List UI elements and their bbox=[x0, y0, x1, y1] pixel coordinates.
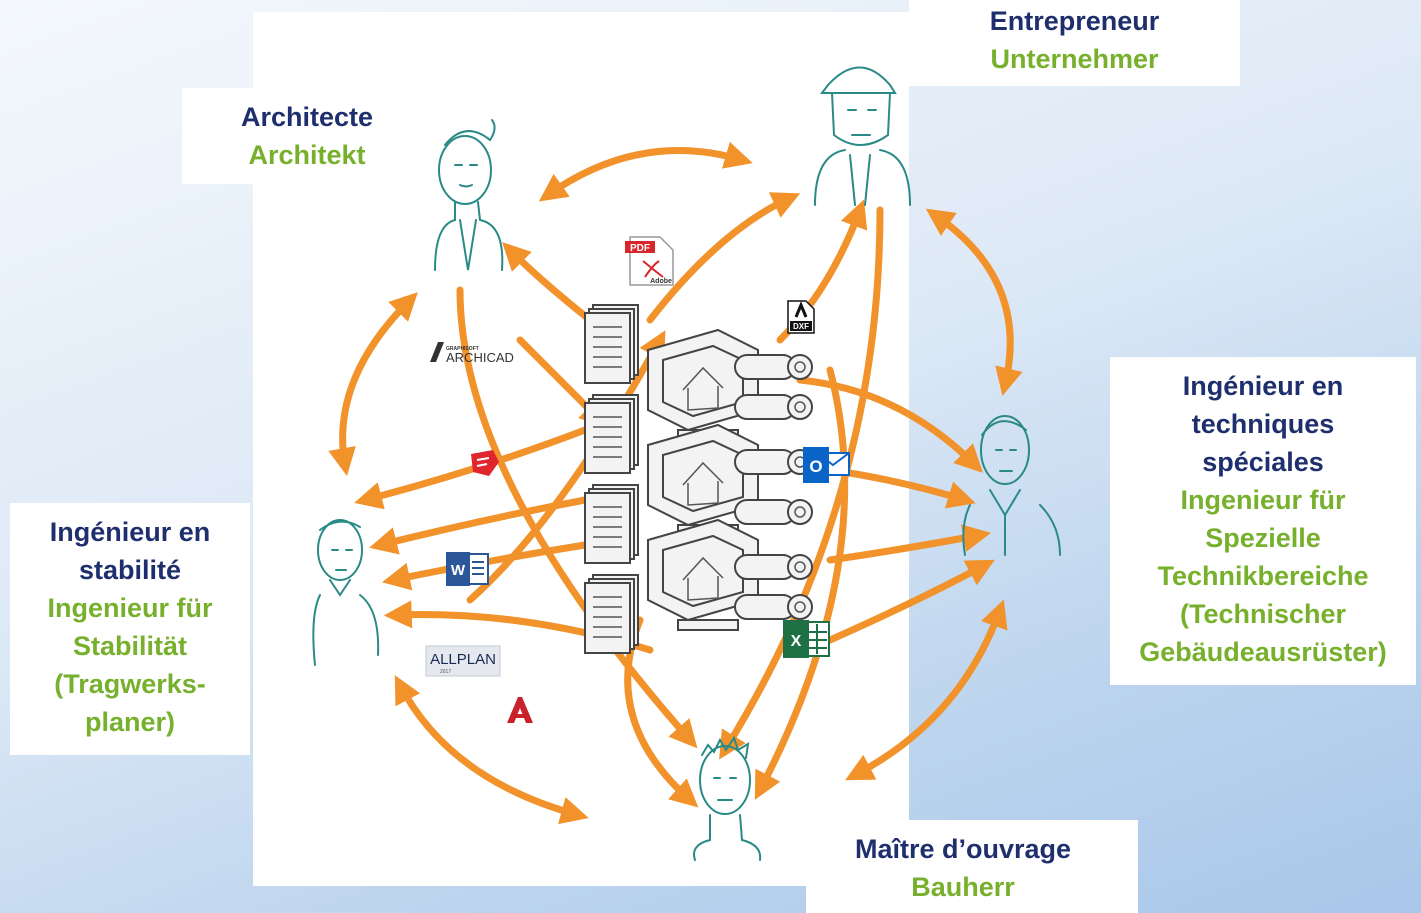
svg-text:2017: 2017 bbox=[440, 669, 451, 675]
structural-engineer-figure bbox=[312, 519, 380, 666]
exchange-arrows bbox=[328, 141, 1023, 825]
label-architect: Architecte Architekt bbox=[182, 88, 432, 184]
svg-text:PDF: PDF bbox=[630, 243, 650, 254]
word-icon: W bbox=[446, 552, 489, 586]
label-mep-engineer: Ingénieur en techniques spéciales Ingeni… bbox=[1110, 357, 1416, 685]
archicad-logo: GRAPHISOFT ARCHICAD bbox=[430, 342, 514, 365]
architect-figure bbox=[434, 119, 504, 271]
document-stacks bbox=[584, 304, 639, 654]
svg-text:ALLPLAN: ALLPLAN bbox=[430, 651, 496, 668]
svg-text:X: X bbox=[791, 633, 802, 650]
label-owner: Maître d’ouvrage Bauherr bbox=[854, 834, 1072, 902]
svg-text:ARCHICAD: ARCHICAD bbox=[446, 350, 514, 365]
sketchup-icon bbox=[471, 450, 499, 476]
excel-icon: X bbox=[783, 620, 830, 658]
svg-text:O: O bbox=[809, 457, 822, 476]
svg-text:GRAPHISOFT: GRAPHISOFT bbox=[446, 346, 479, 352]
dxf-icon: DXF bbox=[787, 300, 815, 334]
svg-text:W: W bbox=[451, 562, 466, 579]
contractor-figure bbox=[814, 66, 911, 206]
pdf-icon: PDF Adobe bbox=[625, 236, 674, 286]
background-panel-bottom bbox=[806, 820, 1138, 913]
rolled-plans bbox=[734, 354, 813, 620]
mep-engineer-figure bbox=[962, 415, 1061, 556]
outlook-icon: O bbox=[803, 447, 850, 483]
svg-text:DXF: DXF bbox=[793, 322, 809, 331]
label-structural-engineer: Ingénieur en stabilité Ingenieur für Sta… bbox=[10, 503, 250, 755]
computers bbox=[647, 328, 759, 631]
label-contractor: Entrepreneur Unternehmer bbox=[909, 0, 1240, 86]
allplan-logo: ALLPLAN 2017 bbox=[425, 645, 501, 677]
svg-text:Adobe: Adobe bbox=[650, 278, 672, 285]
autocad-icon bbox=[507, 697, 533, 723]
owner-figure bbox=[693, 735, 762, 861]
